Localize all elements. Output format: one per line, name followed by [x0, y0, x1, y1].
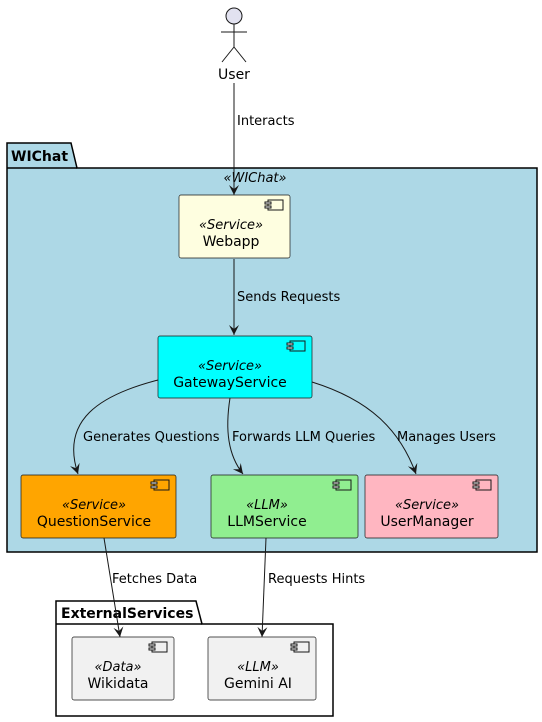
edge-generates-questions-label: Generates Questions	[83, 430, 220, 445]
package-wichat-stereotype: «WIChat»	[223, 171, 286, 186]
edge-forwards-llm-queries	[227, 397, 244, 475]
component-gemini-box	[207, 636, 317, 701]
edge-fetches-data-label: Fetches Data	[112, 572, 197, 587]
actor-label: User	[218, 67, 250, 83]
component-gemini-name: Gemini AI	[224, 676, 292, 692]
component-user-manager-box	[364, 474, 499, 539]
component-wikidata-box	[71, 636, 175, 701]
actor-head	[225, 7, 243, 25]
component-question-service: «Service» QuestionService	[20, 474, 177, 539]
package-external-title: ExternalServices	[61, 606, 193, 622]
component-wikidata-name: Wikidata	[88, 676, 149, 692]
component-question-name: QuestionService	[37, 514, 151, 530]
component-gateway-name: GatewayService	[173, 375, 287, 391]
component-gemini-ai: «LLM» Gemini AI	[207, 636, 317, 701]
component-gateway-box	[157, 335, 313, 399]
component-question-stereotype: «Service»	[62, 498, 126, 513]
edge-sends-requests-label: Sends Requests	[237, 290, 340, 305]
edge-fetches-data	[103, 537, 124, 638]
component-webapp-name: Webapp	[203, 234, 260, 250]
component-gemini-stereotype: «LLM»	[237, 660, 279, 675]
component-webapp: «Service» Webapp	[178, 194, 291, 259]
edge-requests-hints-label: Requests Hints	[268, 572, 365, 587]
component-llm-stereotype: «LLM»	[246, 498, 288, 513]
component-webapp-box	[178, 194, 291, 259]
user-actor: User	[218, 7, 250, 83]
edges: Interacts Sends Requests Generates Quest…	[70, 83, 496, 638]
component-user-manager-name: UserManager	[380, 514, 474, 530]
component-llm-box	[210, 474, 359, 539]
edge-manages-users-label: Manages Users	[397, 430, 496, 445]
edge-forwards-llm-label: Forwards LLM Queries	[232, 430, 375, 445]
component-wikidata: «Data» Wikidata	[71, 636, 175, 701]
component-webapp-stereotype: «Service»	[199, 218, 263, 233]
edge-manages-users	[311, 381, 418, 475]
component-gateway-stereotype: «Service»	[198, 359, 262, 374]
component-gateway-service: «Service» GatewayService	[157, 335, 313, 399]
edge-requests-hints	[257, 537, 268, 638]
component-llm-name: LLMService	[227, 514, 306, 530]
component-wikidata-stereotype: «Data»	[94, 660, 141, 675]
package-wichat-title: WIChat	[11, 149, 68, 165]
edge-interacts-label: Interacts	[237, 114, 295, 129]
component-user-manager: «Service» UserManager	[364, 474, 499, 539]
edge-generates-questions	[70, 379, 159, 475]
component-question-box	[20, 474, 177, 539]
component-llm-service: «LLM» LLMService	[210, 474, 359, 539]
component-user-manager-stereotype: «Service»	[395, 498, 459, 513]
